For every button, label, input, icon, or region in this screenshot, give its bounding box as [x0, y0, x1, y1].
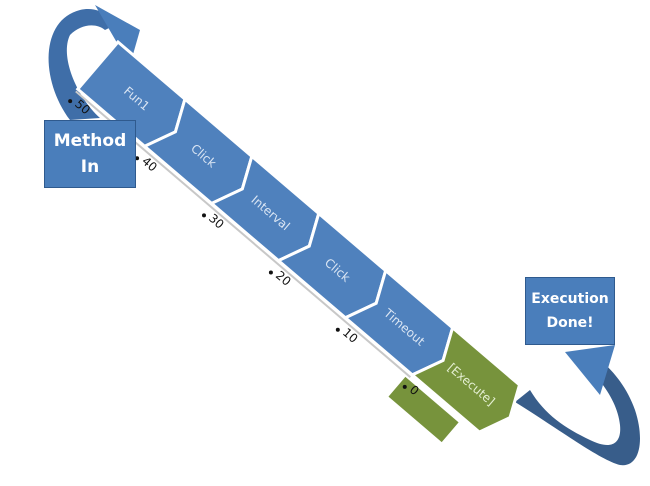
chevron-segment-6: [Execute] [409, 325, 522, 434]
execution-done-line2: Done! [546, 315, 594, 331]
execution-done-line1: Execution [531, 291, 609, 307]
method-in-line2: In [80, 157, 100, 177]
tick-dot [402, 384, 407, 389]
tick-dot [135, 156, 140, 161]
method-in-box: Method In [44, 120, 136, 188]
exit-arrow-body [515, 360, 640, 466]
tick-dot [268, 270, 273, 275]
zero-tab [388, 376, 459, 443]
exit-arrow-head [565, 345, 615, 395]
entry-arrow-body [48, 8, 115, 120]
method-in-line1: Method [53, 131, 127, 151]
tick-dot [68, 99, 73, 104]
execution-done-box: Execution Done! [525, 277, 615, 345]
exit-curved-arrow [515, 345, 640, 466]
execute-chevron-shape [409, 325, 522, 434]
tick-dot [201, 213, 206, 218]
tick-dot [335, 327, 340, 332]
